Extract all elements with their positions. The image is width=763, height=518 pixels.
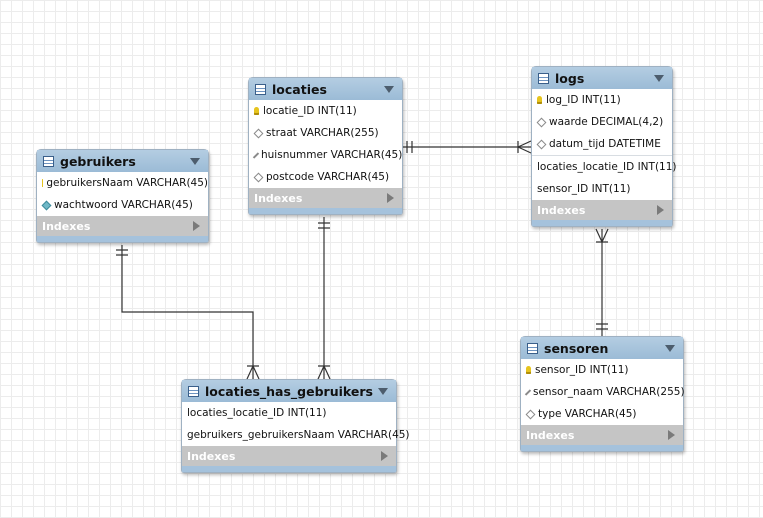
table-footer [182, 466, 396, 472]
table-sensoren[interactable]: sensoren sensor_ID INT(11) sensor_naam V… [520, 336, 685, 452]
column-label: locatie_ID INT(11) [263, 105, 357, 117]
rel-sensoren-logs-many-mark [595, 228, 609, 243]
table-footer [37, 236, 208, 242]
indexes-label: Indexes [254, 191, 303, 205]
table-icon [188, 385, 199, 397]
table-icon [43, 155, 54, 167]
indexes-section[interactable]: Indexes [521, 425, 683, 445]
column-row[interactable]: sensor_ID INT(11) [532, 178, 672, 200]
column-row[interactable]: sensor_ID INT(11) [521, 359, 683, 381]
column-label: gebruikers_gebruikersNaam VARCHAR(45) [187, 429, 410, 441]
rel-locaties-logs-many-mark [517, 140, 532, 154]
column-row[interactable]: locatie_ID INT(11) [249, 100, 402, 122]
primary-key-icon [537, 96, 542, 104]
expand-arrow-icon[interactable] [657, 205, 664, 215]
indexes-label: Indexes [187, 449, 236, 463]
column-label: datum_tijd DATETIME [549, 138, 661, 150]
column-label: type VARCHAR(45) [538, 408, 637, 420]
column-label: gebruikersNaam VARCHAR(45) [46, 177, 208, 189]
column-label: straat VARCHAR(255) [266, 127, 379, 139]
table-header[interactable]: sensoren [521, 337, 683, 359]
collapse-arrow-icon[interactable] [190, 158, 200, 165]
table-name: locaties_has_gebruikers [205, 383, 373, 399]
column-row[interactable]: gebruikers_gebruikersNaam VARCHAR(45) [182, 424, 410, 446]
nullable-column-icon [536, 139, 547, 149]
column-row[interactable]: wachtwoord VARCHAR(45) [37, 194, 208, 216]
table-name: locaties [272, 81, 327, 97]
column-row[interactable]: huisnummer VARCHAR(45) [249, 144, 402, 166]
table-header[interactable]: locaties_has_gebruikers [182, 380, 396, 402]
table-name: logs [555, 70, 585, 86]
indexes-section[interactable]: Indexes [182, 446, 396, 466]
table-footer [521, 445, 683, 451]
table-locaties[interactable]: locaties locatie_ID INT(11) straat VARCH… [248, 77, 403, 215]
column-row[interactable]: locaties_locatie_ID INT(11) [182, 402, 396, 424]
table-name: sensoren [544, 340, 609, 356]
table-icon [538, 72, 549, 84]
collapse-arrow-icon[interactable] [654, 75, 664, 82]
expand-arrow-icon[interactable] [381, 451, 388, 461]
table-footer [532, 220, 672, 226]
indexes-section[interactable]: Indexes [532, 200, 672, 220]
column-row[interactable]: log_ID INT(11) [532, 89, 672, 111]
column-label: sensor_ID INT(11) [535, 364, 629, 376]
table-name: gebruikers [60, 153, 136, 169]
column-row[interactable]: locaties_locatie_ID INT(11) [532, 155, 677, 178]
rel-gebruikers-lhg-one-mark [116, 249, 128, 256]
table-header[interactable]: logs [532, 67, 672, 89]
column-label: postcode VARCHAR(45) [266, 171, 390, 183]
rel-locaties-logs-one-mark [406, 141, 413, 153]
column-label: log_ID INT(11) [546, 94, 621, 106]
table-icon [527, 342, 538, 354]
primary-key-icon [526, 366, 531, 374]
expand-arrow-icon[interactable] [193, 221, 200, 231]
table-icon [255, 83, 266, 95]
table-footer [249, 208, 402, 214]
column-label: sensor_ID INT(11) [537, 183, 631, 195]
indexes-section[interactable]: Indexes [249, 188, 402, 208]
indexes-label: Indexes [537, 203, 586, 217]
table-locaties-has-gebruikers[interactable]: locaties_has_gebruikers locaties_locatie… [181, 379, 410, 473]
table-logs[interactable]: logs log_ID INT(11) waarde DECIMAL(4,2) … [531, 66, 677, 227]
expand-arrow-icon[interactable] [668, 430, 675, 440]
column-label: huisnummer VARCHAR(45) [261, 149, 403, 161]
rel-locaties-lhg-many-mark [317, 365, 331, 380]
column-row[interactable]: straat VARCHAR(255) [249, 122, 402, 144]
rel-gebruikers-lhg [121, 245, 254, 379]
nullable-column-icon [252, 151, 260, 159]
column-label: waarde DECIMAL(4,2) [549, 116, 664, 128]
column-row[interactable]: waarde DECIMAL(4,2) [532, 111, 672, 133]
collapse-arrow-icon[interactable] [665, 345, 675, 352]
table-header[interactable]: locaties [249, 78, 402, 100]
nullable-column-icon [536, 117, 547, 127]
rel-gebruikers-lhg-many-mark [246, 365, 260, 380]
column-row[interactable]: datum_tijd DATETIME [532, 133, 672, 155]
table-gebruikers[interactable]: gebruikers gebruikersNaam VARCHAR(45) wa… [36, 149, 209, 243]
column-label: locaties_locatie_ID INT(11) [187, 407, 327, 419]
nullable-column-icon [525, 409, 536, 419]
nullable-column-icon [524, 388, 532, 396]
column-label: locaties_locatie_ID INT(11) [537, 161, 677, 173]
nullable-column-icon [253, 172, 264, 182]
collapse-arrow-icon[interactable] [384, 86, 394, 93]
column-label: wachtwoord VARCHAR(45) [54, 199, 193, 211]
expand-arrow-icon[interactable] [387, 193, 394, 203]
column-row[interactable]: postcode VARCHAR(45) [249, 166, 402, 188]
column-label: sensor_naam VARCHAR(255) [533, 386, 685, 398]
table-header[interactable]: gebruikers [37, 150, 208, 172]
collapse-arrow-icon[interactable] [378, 388, 388, 395]
column-row[interactable]: gebruikersNaam VARCHAR(45) [37, 172, 208, 194]
column-row[interactable]: sensor_naam VARCHAR(255) [521, 381, 685, 403]
indexes-section[interactable]: Indexes [37, 216, 208, 236]
not-null-column-icon [41, 200, 52, 210]
column-row[interactable]: type VARCHAR(45) [521, 403, 683, 425]
rel-locaties-lhg-one-mark [318, 222, 330, 229]
nullable-column-icon [253, 128, 264, 138]
primary-key-icon [254, 107, 259, 115]
indexes-label: Indexes [42, 219, 91, 233]
indexes-label: Indexes [526, 428, 575, 442]
rel-sensoren-logs-one-mark [596, 323, 608, 330]
